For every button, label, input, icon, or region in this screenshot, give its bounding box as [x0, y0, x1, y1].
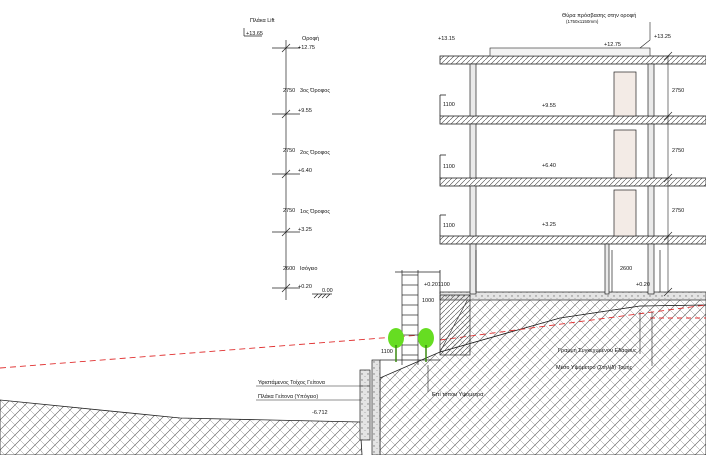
storey-dim: 2750: [283, 208, 295, 214]
floor3-level: +9.55: [298, 108, 312, 114]
low-rail-dim: 1100: [381, 349, 393, 355]
retaining-wall-note: Υφιστάμενος Τοίχος Γείτονα: [258, 379, 326, 386]
ground-level: +0.20: [298, 284, 312, 290]
roof-slab: [439, 55, 706, 65]
floor1-level: +3.25: [298, 227, 312, 233]
floor2-label: 2ος Όροφος: [300, 150, 330, 156]
parapet-level: +13.15: [438, 36, 455, 42]
rail-dim: 1100: [443, 102, 455, 108]
leader-lines: [256, 22, 653, 401]
tree-icon: [418, 328, 434, 362]
storey-dimensions-right: [663, 51, 673, 297]
roof-level-b: +12.75: [604, 42, 621, 48]
second-floor-slab: [439, 177, 706, 187]
floor1-level-b: +3.25: [542, 222, 556, 228]
ground-storey-dim-right: 2600: [620, 266, 632, 272]
floor2-level: +6.40: [298, 168, 312, 174]
existing-ground-line: [439, 304, 706, 341]
roof-level-c: +13.25: [654, 34, 671, 40]
columns: [469, 63, 655, 295]
site-ground: [379, 304, 706, 455]
floor3-label: 3ος Όροφος: [300, 88, 330, 94]
storey-dim-right: 2750: [672, 208, 684, 214]
ground-level-c: +0.20: [636, 282, 650, 288]
ground-level-b: +0.20: [424, 282, 438, 288]
storey-dim-right: 2750: [672, 148, 684, 154]
door-spec-note: (1750x1150mm): [566, 19, 599, 24]
retaining-wall-lower: [359, 369, 371, 441]
roof-level: +12.75: [298, 45, 315, 51]
natural-ground-note: Επί τόπου Υψόμετρα: [432, 391, 484, 398]
step-dim: 1000: [422, 298, 434, 304]
rail-dim: 1100: [443, 164, 455, 170]
ground-floor-walls: [475, 250, 661, 292]
storey-dim: 2750: [283, 148, 295, 154]
third-floor-slab: [439, 115, 706, 125]
retaining-wall-upper: [371, 359, 381, 455]
original-ground-line: [0, 334, 421, 369]
datum-level: 0.00: [322, 288, 333, 294]
roof-label: Οροφή: [302, 35, 319, 42]
first-floor-slab: [439, 235, 706, 245]
retaining-wall-stair: [439, 294, 471, 356]
tree-icon: [388, 328, 404, 362]
roof-parapet: [489, 47, 651, 57]
neighbor-slab-note: Πλάκα Γείτονα (Υπόγειο): [258, 393, 318, 400]
neighbor-ground: [0, 399, 363, 455]
neighbor-level: -6.712: [312, 410, 328, 416]
floor2-level-b: +6.40: [542, 163, 556, 169]
railings: [439, 94, 446, 294]
existing-ground-note: Μέσο Υψόμετρο (Στηλίδ) Τομής: [556, 364, 633, 371]
floor3-level-b: +9.55: [542, 103, 556, 109]
doors: [613, 71, 637, 237]
exterior-stair: [380, 270, 440, 365]
ground-storey-dim: 2600: [283, 266, 295, 272]
level-schedule-axis: [243, 28, 300, 300]
roof-access-note: Θύρα πρόσβασης στην οροφή: [562, 12, 636, 19]
ground-label: Ισόγειο: [300, 265, 317, 272]
ground-symbol: [312, 293, 332, 299]
foundation-block: [439, 291, 706, 301]
storey-dim-right: 2750: [672, 88, 684, 94]
lift-level: +13.65: [246, 31, 263, 37]
lift-slab-label: Πλάκα Lift: [250, 17, 275, 24]
rail-dim-ground: 1100: [438, 282, 450, 288]
storey-dim: 2750: [283, 88, 295, 94]
rail-dim: 1100: [443, 223, 455, 229]
original-ground-note: Γραμμή Συγκεχυμένου Εδάφους: [558, 347, 637, 354]
floor1-label: 1ος Όροφος: [300, 209, 330, 215]
